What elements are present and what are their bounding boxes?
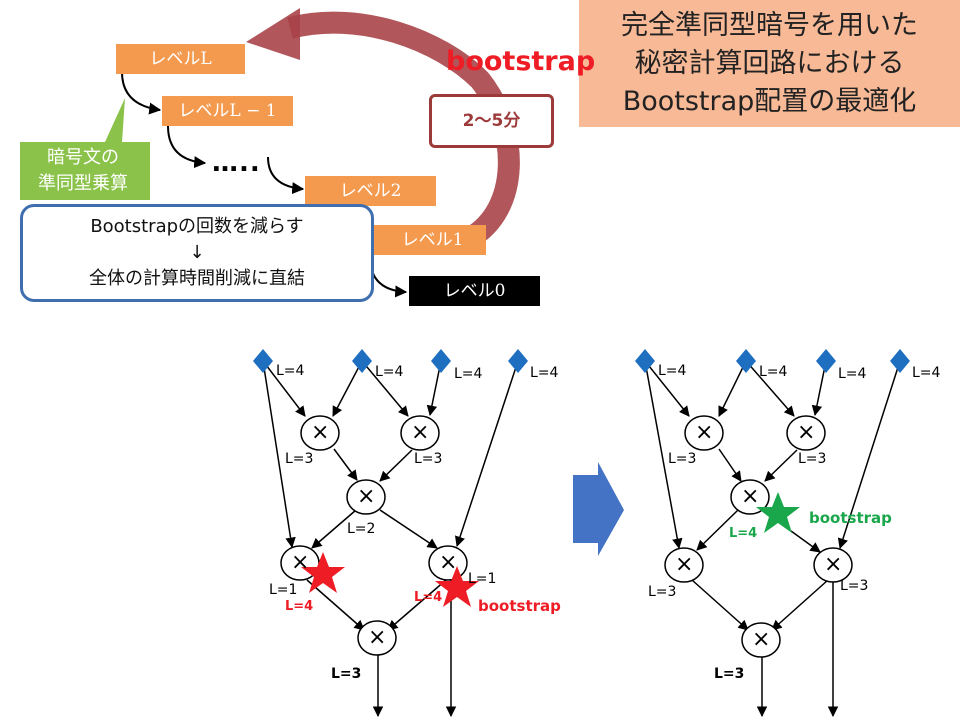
transform-arrow [573, 462, 624, 556]
mult-symbol: × [695, 420, 714, 445]
mult-node [300, 415, 340, 451]
level-L-box: レベルL [116, 44, 245, 74]
input-diamond [508, 349, 528, 373]
bootstrap-level-label: L=4 [414, 590, 443, 605]
level-1-label: レベル1 [401, 230, 464, 250]
info-line-2: 全体の計算時間削減に直結 [89, 268, 305, 289]
input-diamond [635, 349, 655, 373]
input-diamond [816, 349, 836, 373]
info-line-1: Bootstrapの回数を減らす [90, 216, 304, 237]
mult-symbol: × [368, 625, 387, 650]
mult-node [741, 622, 781, 658]
mult-node [786, 415, 826, 451]
red-star-icon [435, 566, 479, 607]
mult-symbol: × [439, 550, 458, 575]
ellipsis: ….. [212, 148, 261, 178]
input-diamond [736, 349, 756, 373]
left-input-label: L=4 [375, 364, 404, 380]
bootstrap-text: bootstrap [809, 509, 892, 527]
level-1-box: レベル1 [355, 225, 486, 255]
input-diamond [352, 349, 372, 373]
left-input-label: L=4 [530, 365, 559, 381]
callout-text: 暗号文の 準同型乗算 [20, 145, 146, 197]
input-diamond [253, 349, 273, 373]
level-label: L=3 [331, 666, 362, 682]
mult-node [400, 415, 440, 451]
level-label: L=1 [269, 582, 298, 598]
level-L-minus-1-label: レベルL − 1 [178, 101, 277, 121]
level-L-label: レベルL [149, 49, 212, 69]
left-circuit-edges [262, 360, 519, 718]
mult-symbol: × [411, 420, 430, 445]
mult-node [664, 547, 704, 583]
mult-symbol: × [357, 484, 376, 509]
title-line-1: 完全準同型暗号を用いた [621, 9, 918, 41]
level-0-label: レベル0 [443, 281, 506, 301]
left-input-label: L=4 [454, 366, 483, 382]
callout-line-1: 暗号文の [47, 147, 119, 168]
mult-node [346, 479, 386, 515]
right-input-label: L=4 [759, 364, 788, 380]
mult-symbol: × [797, 420, 816, 445]
level-label: L=3 [285, 451, 314, 467]
mult-node [684, 415, 724, 451]
left-input-label: L=4 [276, 363, 305, 379]
level-label: L=3 [414, 451, 443, 467]
green-star-icon [756, 492, 800, 533]
mult-node [813, 547, 853, 583]
bootstrap-level-label: L=4 [285, 599, 314, 614]
input-diamond [431, 349, 451, 373]
callout-line-2: 準同型乗算 [38, 173, 128, 194]
input-diamond [890, 349, 910, 373]
stars [301, 492, 800, 607]
title-box: 完全準同型暗号を用いた 秘密計算回路における Bootstrap配置の最適化 [579, 0, 960, 127]
info-arrow: ↓ [189, 242, 205, 263]
level-label: L=2 [347, 521, 376, 537]
bootstrap-label: bootstrap [446, 46, 596, 77]
bootstrap-text: bootstrap [478, 597, 561, 615]
mult-symbol: × [291, 550, 310, 575]
right-input-label: L=4 [838, 366, 867, 382]
title-line-3: Bootstrap配置の最適化 [622, 85, 917, 117]
level-label: L=3 [714, 666, 745, 682]
bootstrap-level-label: L=4 [729, 526, 758, 541]
time-box: 2〜5分 [429, 94, 554, 148]
right-input-label: L=4 [658, 363, 687, 379]
mult-symbol: × [675, 552, 694, 577]
level-label: L=1 [468, 571, 497, 587]
right-input-label: L=4 [912, 365, 941, 381]
input-diamonds [253, 349, 910, 373]
info-box: Bootstrapの回数を減らす ↓ 全体の計算時間削減に直結 [20, 204, 374, 302]
red-star-icon [301, 552, 345, 593]
mult-symbol: × [741, 484, 760, 509]
level-0-box: レベル0 [409, 276, 540, 306]
callout-bubble [20, 98, 150, 200]
mult-node [730, 479, 770, 515]
mult-node [357, 620, 397, 656]
level-label: L=3 [840, 578, 869, 594]
right-circuit-edges [644, 360, 901, 718]
level-L-minus-1-box: レベルL − 1 [162, 96, 293, 126]
level-2-label: レベル2 [339, 181, 402, 201]
title-line-2: 秘密計算回路における [634, 47, 905, 79]
mult-nodes [280, 415, 853, 658]
level-label: L=3 [648, 584, 677, 600]
mult-symbol: × [752, 627, 771, 652]
bootstrap-curved-arrow [246, 8, 520, 248]
mult-symbol: × [824, 552, 843, 577]
level-label: L=3 [798, 451, 827, 467]
level-2-box: レベル2 [305, 176, 436, 206]
mult-symbol: × [311, 420, 330, 445]
level-label: L=3 [668, 451, 697, 467]
